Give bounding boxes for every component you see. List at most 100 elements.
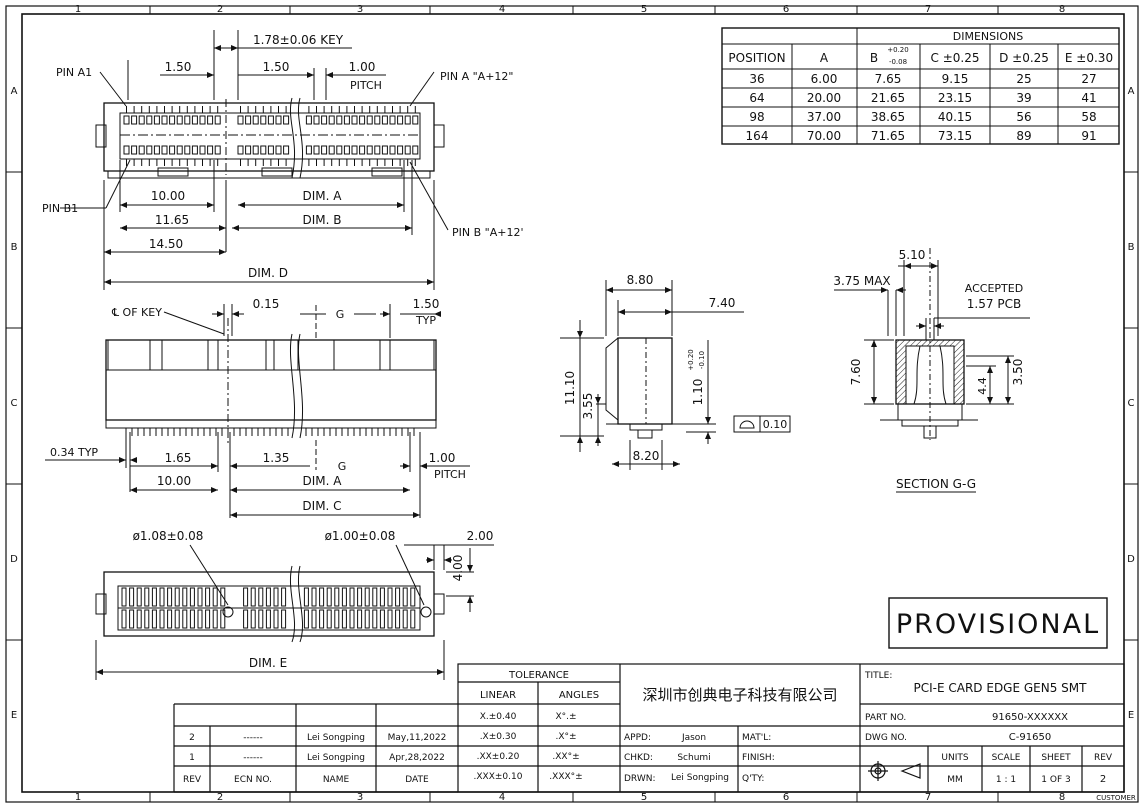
pin-contact [191,115,198,125]
pin-contact [313,115,320,125]
pin-contact [237,115,244,125]
revision-cell: Apr,28,2022 [389,753,445,763]
pin-pad [205,587,211,607]
pin-contact [381,115,388,125]
tolerance-linear-cell: X.±0.40 [480,712,517,722]
pin-contact [275,145,282,155]
pin-contact [283,145,290,155]
pin-pad [159,587,165,607]
dim-table-cell: 27 [1081,72,1096,86]
dim-1-50-b: 1.50 [263,60,290,74]
pin-contact [359,145,366,155]
pin-contact [267,115,274,125]
dim-table-cell: 39 [1016,91,1031,105]
pin-pad [167,587,173,607]
dim-table-cell: 58 [1081,110,1096,124]
pin-pad [319,587,325,607]
dim-4-4: 4.4 [976,377,989,395]
dim-7-60: 7.60 [849,359,863,386]
row-label-right-a: A [1128,86,1135,97]
row-label-right-c: C [1128,398,1135,409]
dim-table-header-e: E ±0.30 [1065,51,1113,65]
pin-contact [397,115,404,125]
angles-header: ANGLES [559,690,599,701]
dim-1-10-tol-minus: -0.10 [698,351,706,369]
scale-label: SCALE [992,753,1021,763]
bottom-view [95,544,494,680]
pin-pad [121,609,127,629]
revision-cell: May,11,2022 [388,733,447,743]
dim-1-50-typ: 1.50 [413,297,440,311]
pin-pad [273,587,279,607]
qty-label: Q'TY: [742,774,764,784]
pin-pad [326,609,332,629]
dim-a-front: DIM. A [303,474,343,488]
pin-contact [131,145,138,155]
dim-4-00: 4.00 [451,555,465,582]
tolerance-linear-cell: .XXX±0.10 [474,772,523,782]
flatness-value: 0.10 [763,418,788,431]
dim-d-label: DIM. D [248,266,288,280]
dim-11-10: 11.10 [563,371,577,405]
units-value: MM [947,775,963,785]
pin-contact [374,145,381,155]
pin-pad [174,587,180,607]
pin-pad [243,609,249,629]
pin-contact [153,115,160,125]
dim-e-label: DIM. E [249,656,287,670]
pin-contact [214,145,221,155]
dim-table-header-c: C ±0.25 [931,51,980,65]
pin-pad [273,609,279,629]
pin-pad [303,587,309,607]
pin-pad [372,587,378,607]
col-label-bottom-5: 5 [641,792,647,803]
col-label-bottom-4: 4 [499,792,505,803]
dim-7-40: 7.40 [709,296,736,310]
pin-contact [321,115,328,125]
tolerance-angle-cell: .X°± [555,732,576,742]
dim-table-cell: 38.65 [871,110,905,124]
units-label: UNITS [941,753,968,763]
dim-table-cell: 7.65 [875,72,902,86]
pin-pad [159,609,165,629]
pin-contact [131,115,138,125]
dim-1-50-a: 1.50 [165,60,192,74]
pin-pad [121,587,127,607]
material-label: MAT'L: [742,733,771,743]
pin-contact [366,145,373,155]
pcb-thickness: 1.57 PCB [967,297,1021,311]
tolerance-angle-cell: X°.± [555,712,576,722]
dim-table-header-d: D ±0.25 [999,51,1049,65]
pin-pad [197,587,203,607]
pin-pad [151,609,157,629]
dim-table-cell: 41 [1081,91,1096,105]
sheet-label: SHEET [1041,753,1071,763]
pin-contact [123,145,130,155]
pin-b-end-label: PIN B "A+12' [452,226,523,239]
dim-table-group-header: DIMENSIONS [953,30,1023,43]
section-g-mark-top: G [336,308,345,321]
pin-pad [311,609,317,629]
dim-table-header-a: A [820,51,829,65]
cl-of-key-label: ℄ OF KEY [111,306,162,319]
pin-contact [381,145,388,155]
pin-contact [207,145,214,155]
drwn-name: Lei Songping [671,773,729,783]
pin-pad [395,587,401,607]
dim-5-10: 5.10 [899,248,926,262]
pin-pad [129,587,135,607]
dim-table-cell: 64 [749,91,764,105]
pin-contact [328,115,335,125]
pin-contact [176,115,183,125]
pin-pad [197,609,203,629]
pin-pad [334,587,340,607]
pin-contact [305,145,312,155]
pin-pad [410,609,416,629]
dim-table-cell: 73.15 [938,129,972,143]
title-field-label: TITLE: [864,671,892,681]
drawing-title: PCI-E CARD EDGE GEN5 SMT [914,681,1088,695]
pin-pad [364,609,370,629]
row-label-c: C [11,398,18,409]
pin-contact [389,115,396,125]
